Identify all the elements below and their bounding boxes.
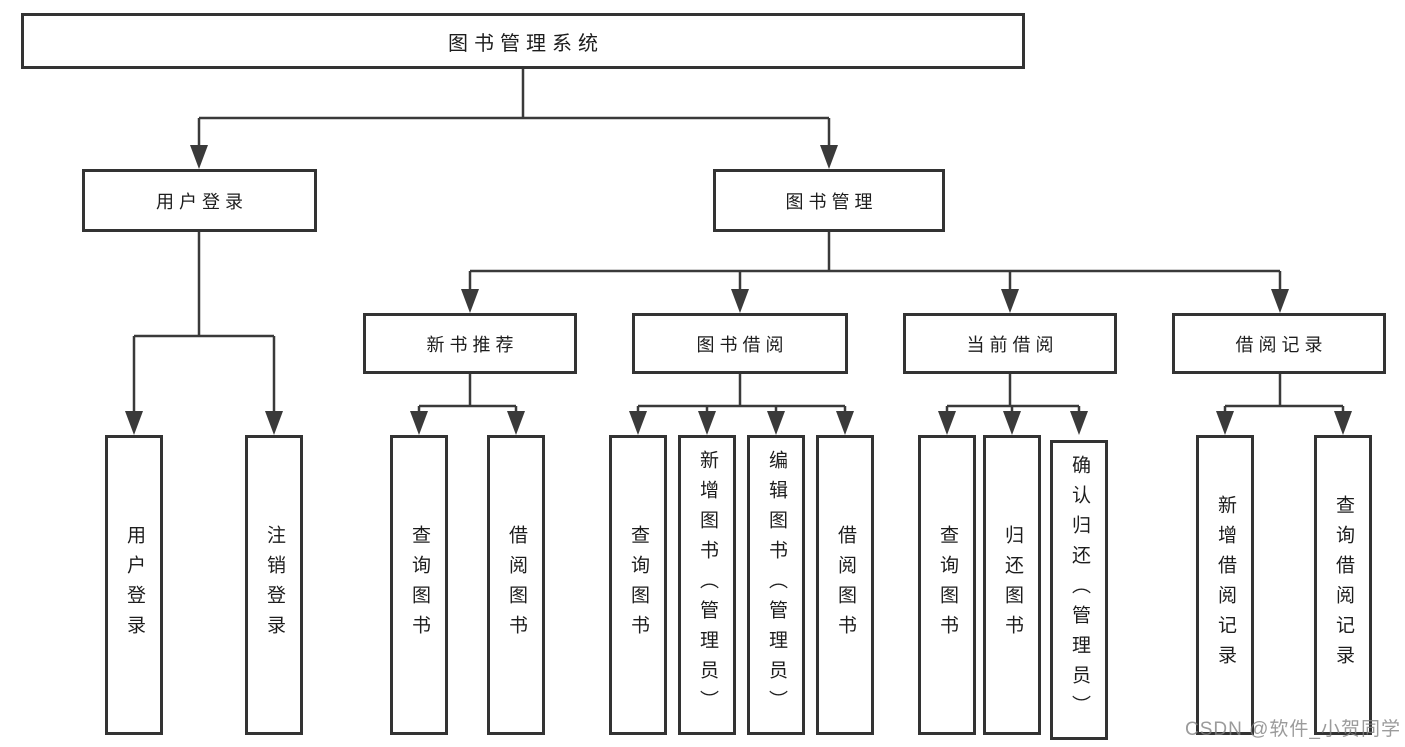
node-new-book-recommend: 新书推荐 xyxy=(363,313,577,374)
node-borrow-records: 借阅记录 xyxy=(1172,313,1386,374)
leaf-edit-books-admin: 编辑图书（管理员） xyxy=(747,435,805,735)
leaf-newbook-query-books: 查询图书 xyxy=(390,435,448,735)
leaf-logout: 注销登录 xyxy=(245,435,303,735)
arrowheads xyxy=(125,145,1352,435)
leaf-borrow-query-books: 查询图书 xyxy=(609,435,667,735)
connector-new-book-to-leaves xyxy=(417,374,518,415)
node-book-management: 图书管理 xyxy=(713,169,945,232)
leaf-borrow-books: 借阅图书 xyxy=(816,435,874,735)
leaf-current-query-books: 查询图书 xyxy=(918,435,976,735)
leaf-newbook-borrow-books: 借阅图书 xyxy=(487,435,545,735)
connector-user-login-to-leaves xyxy=(132,232,276,415)
node-user-login: 用户登录 xyxy=(82,169,317,232)
leaf-add-borrow-record: 新增借阅记录 xyxy=(1196,435,1254,735)
leaf-user-login: 用户登录 xyxy=(105,435,163,735)
connector-current-borrow-to-leaves xyxy=(945,374,1081,415)
leaf-confirm-return-admin: 确认归还（管理员） xyxy=(1050,440,1108,740)
node-current-borrowing: 当前借阅 xyxy=(903,313,1117,374)
leaf-add-books-admin: 新增图书（管理员） xyxy=(678,435,736,735)
node-root-system: 图书管理系统 xyxy=(21,13,1025,69)
connector-root-to-level2 xyxy=(197,69,831,150)
connector-borrow-record-to-leaves xyxy=(1223,374,1345,415)
connector-book-borrow-to-leaves xyxy=(636,374,847,415)
csdn-watermark: CSDN @软件_小贺同学 xyxy=(1185,719,1401,740)
connector-book-mgmt-to-level3 xyxy=(468,232,1282,293)
node-book-borrowing: 图书借阅 xyxy=(632,313,848,374)
leaf-return-books: 归还图书 xyxy=(983,435,1041,735)
leaf-query-borrow-record: 查询借阅记录 xyxy=(1314,435,1372,735)
